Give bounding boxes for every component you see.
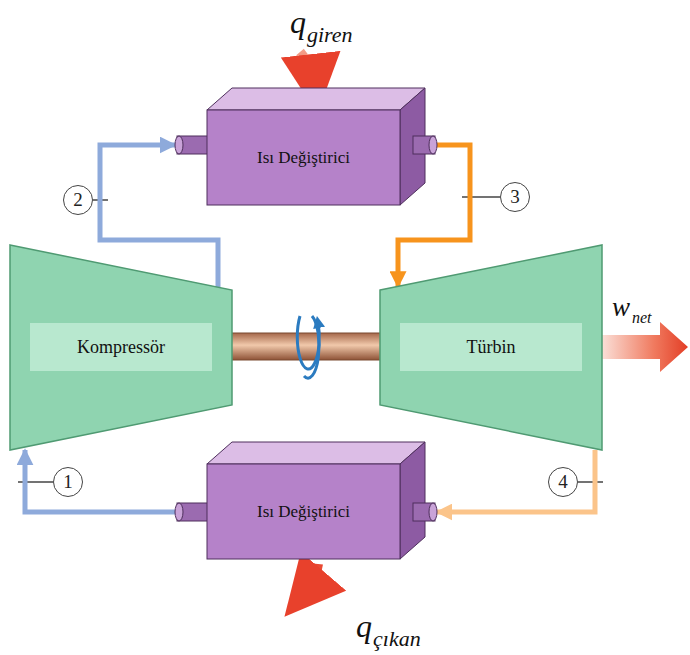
text-panel: Türbin [400,323,582,371]
node-label: Kompressör [77,337,165,358]
symbol-label: q [290,6,306,38]
heat-in-arrow [300,52,314,84]
state-tick [578,481,603,483]
pipe-end [429,503,437,521]
node-label: Isı Değiştirici [257,502,350,522]
node-shape [175,440,437,562]
heat-out-arrow [304,564,318,594]
state-number: 2 [63,185,93,215]
flow-line [437,450,595,512]
symbol-label: q [356,610,372,642]
flow-line [25,450,175,512]
box-side-face [400,442,425,559]
compressor: Kompressör [10,245,232,450]
turbine-body [380,245,602,450]
pipe-end [175,136,183,154]
state-number: 4 [548,467,578,497]
text-panel: Kompressör [30,323,212,371]
box-top-face [207,88,425,110]
drawing-part [175,88,437,205]
turbine: Türbin [380,245,602,450]
state-number: 3 [500,182,530,212]
shaft [230,333,382,360]
box-front-face [207,464,400,559]
text-panel: Isı Değiştirici [207,110,400,205]
rotation-arrow [304,316,319,378]
node-label: Türbin [467,337,516,358]
heat-exchanger: Isı Değiştirici [175,440,437,562]
subscript-label: net [632,310,652,326]
subscript-label: giren [307,24,353,46]
symbol-label: w [612,294,630,321]
pipe-end [429,136,437,154]
work-arrow [600,322,688,372]
subscript-label: çıkan [373,628,421,650]
drawing-part [175,442,437,559]
box-front-face [207,110,400,205]
node-label: Isı Değiştirici [257,148,350,168]
state-number: 1 [53,467,83,497]
box-top-face [207,442,425,464]
text-panel: Isı Değiştirici [207,464,400,559]
node-shape [175,86,437,208]
compressor-body [10,245,232,450]
heat-exchanger: Isı Değiştirici [175,86,437,208]
pipe-end [175,503,183,521]
flow-line [100,145,218,287]
